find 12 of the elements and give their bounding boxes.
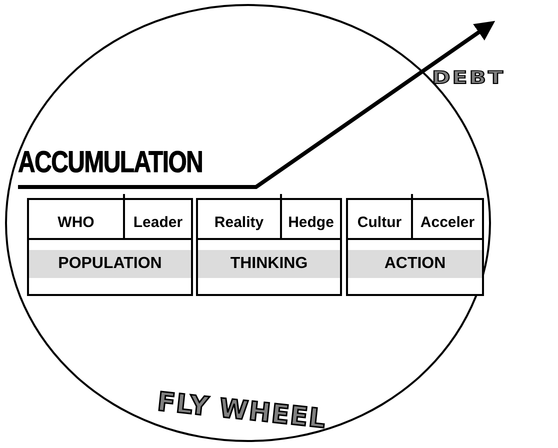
table-cell: WHO [29,194,123,240]
category-heading: ACTION [348,250,482,278]
category-heading: THINKING [198,250,340,278]
accumulation-label: ACCUMULATION [18,146,203,180]
table-cell: Acceler [411,194,482,240]
debt-label: DEBT [432,68,506,88]
table-cell: Cultur [348,194,411,240]
table-cell: Reality [198,194,280,240]
table-cell: Leader [123,194,191,240]
flywheel-title: FLY WHEEL [156,387,328,435]
category-heading: POPULATION [29,250,191,278]
table-cell: Hedge [280,194,340,240]
